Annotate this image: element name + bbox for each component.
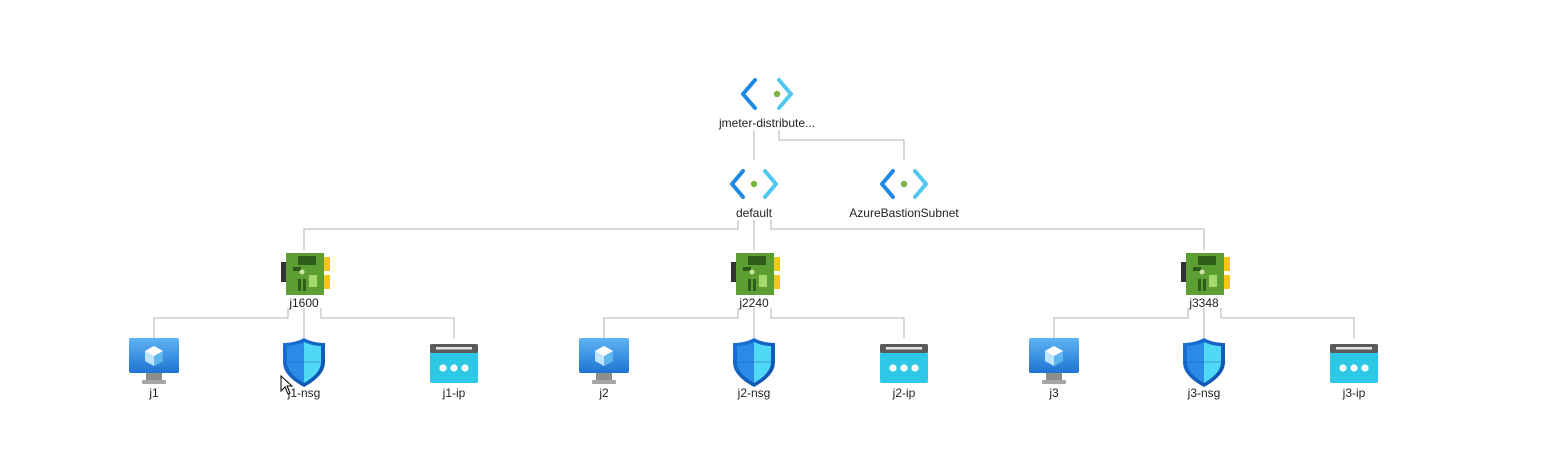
subnet-bastion-icon[interactable] <box>880 169 928 199</box>
nsg-shield-icon[interactable] <box>1183 338 1225 387</box>
connector-lines <box>153 130 1355 338</box>
vm-icon[interactable] <box>1029 338 1079 384</box>
vnet-icon[interactable] <box>741 78 793 110</box>
ip-j1-label[interactable]: j1-ip <box>442 386 466 400</box>
nic-j1600-label[interactable]: j1600 <box>289 296 319 310</box>
nic-j2240-label[interactable]: j2240 <box>739 296 769 310</box>
nic-icon[interactable] <box>731 253 780 295</box>
nsg-j1-label[interactable]: j1-nsg <box>287 386 321 400</box>
public-ip-icon[interactable] <box>1330 344 1378 383</box>
nsg-shield-icon[interactable] <box>733 338 775 387</box>
ip-j2-label[interactable]: j2-ip <box>892 386 916 400</box>
vm-icon[interactable] <box>129 338 179 384</box>
nic-j3348-label[interactable]: j3348 <box>1189 296 1219 310</box>
vnet-label[interactable]: jmeter-distribute... <box>718 116 816 130</box>
nic-icon[interactable] <box>281 253 330 295</box>
public-ip-icon[interactable] <box>880 344 928 383</box>
subnet-default-label[interactable]: default <box>735 206 773 220</box>
public-ip-icon[interactable] <box>430 344 478 383</box>
subnet-bastion-label[interactable]: AzureBastionSubnet <box>849 206 959 220</box>
vm-j1-label[interactable]: j1 <box>149 386 159 400</box>
vm-icon[interactable] <box>579 338 629 384</box>
ip-j3-label[interactable]: j3-ip <box>1342 386 1366 400</box>
mouse-cursor-icon <box>280 375 294 395</box>
subnet-default-icon[interactable] <box>730 169 778 199</box>
nic-icon[interactable] <box>1181 253 1230 295</box>
nsg-shield-icon[interactable] <box>283 338 325 387</box>
nsg-j3-label[interactable]: j3-nsg <box>1187 386 1221 400</box>
vm-j3-label[interactable]: j3 <box>1049 386 1059 400</box>
nsg-j2-label[interactable]: j2-nsg <box>737 386 771 400</box>
vm-j2-label[interactable]: j2 <box>599 386 609 400</box>
